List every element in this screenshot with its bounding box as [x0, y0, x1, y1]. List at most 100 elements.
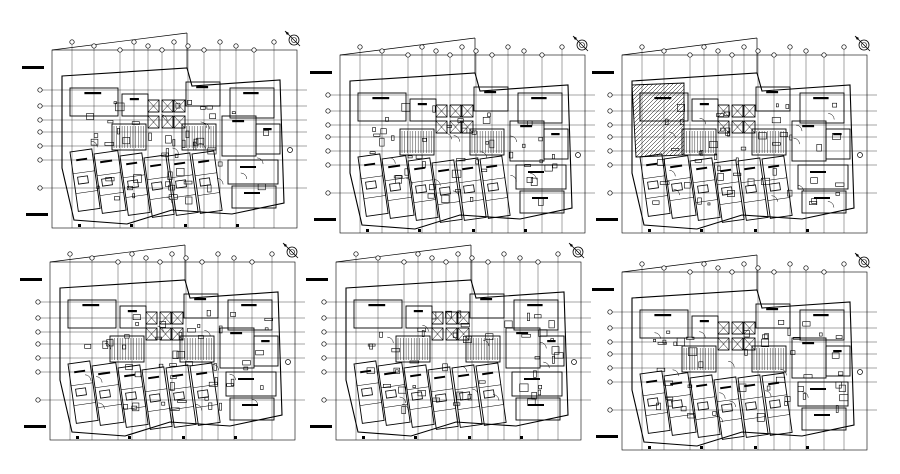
stair [681, 345, 717, 373]
grid-bubble [35, 299, 41, 305]
column-mark [78, 224, 81, 227]
door-swing [84, 374, 92, 381]
fixtures [84, 310, 273, 412]
plan-title-bar [592, 288, 614, 291]
apartment-unit [663, 155, 697, 219]
shaft-cross [461, 120, 474, 134]
room [639, 309, 689, 339]
grid-bubble [857, 369, 863, 375]
door-swing [729, 400, 736, 408]
grid-bubble [37, 117, 43, 123]
plan-title-bar [22, 66, 44, 69]
grid-bubble [741, 261, 747, 267]
room-label-mark [484, 91, 497, 94]
dimension-frame [335, 261, 582, 441]
shaft-cross [743, 120, 756, 134]
grid-bubble [771, 269, 777, 275]
room-label-mark [127, 310, 137, 313]
grid-bubble [201, 47, 207, 53]
plan-title-bar [310, 425, 332, 428]
shaft-cross [717, 104, 730, 118]
room-label-mark [520, 125, 533, 128]
room [797, 381, 849, 407]
shaft-cross [145, 311, 158, 325]
grid-bubble [755, 48, 761, 54]
north-arrow-icon [854, 252, 871, 269]
room-label-mark [240, 166, 256, 168]
grid-bubble [639, 44, 645, 50]
door-swing [716, 415, 723, 423]
grid-bubble [231, 255, 237, 261]
shaft [173, 99, 186, 113]
door-swing [387, 336, 394, 344]
door-swing [827, 201, 835, 208]
grid-bubble [37, 143, 43, 149]
door-swing [165, 196, 173, 204]
floor-plan [22, 30, 307, 229]
grid-bubble [325, 148, 331, 154]
grid-bubble [35, 315, 41, 321]
grid-bubble [115, 259, 121, 265]
north-arrow-icon [572, 35, 589, 52]
room-label-mark [766, 308, 779, 311]
door-swing [654, 332, 661, 339]
door-swing [402, 404, 409, 411]
grid-bubble [35, 369, 41, 375]
grid-bubble [67, 251, 73, 257]
room [225, 371, 277, 397]
grid-bubble [157, 259, 163, 265]
fixtures [652, 102, 845, 208]
column-mark [182, 436, 185, 439]
dimension-frame [621, 54, 868, 234]
shaft [449, 104, 462, 118]
door-swing [422, 325, 429, 332]
shaft-cross [743, 104, 756, 118]
dimension-line [621, 254, 758, 273]
apartment-unit [639, 153, 671, 217]
room-label-mark [699, 320, 709, 323]
shaft-cross [171, 311, 184, 325]
door-swing [828, 113, 835, 120]
grid-bubble [729, 269, 735, 275]
room-label-mark [813, 314, 829, 317]
shaft [461, 120, 474, 134]
grid-bubble [771, 52, 777, 58]
floor-plan [592, 35, 877, 234]
room-label-mark [524, 378, 540, 380]
door-swing [480, 151, 487, 158]
grid-bubble [405, 52, 411, 58]
grid-bubble [321, 369, 327, 375]
grid-bubble [687, 52, 693, 58]
room [185, 81, 221, 107]
grid-bubble [575, 152, 581, 158]
room [231, 185, 277, 209]
grid-bubble [607, 162, 613, 168]
grid-bubble [251, 47, 257, 53]
room [67, 299, 117, 329]
shaft-cross [431, 311, 444, 325]
apartment-unit [455, 157, 487, 221]
building-outline [61, 67, 285, 225]
door-swing [482, 339, 490, 347]
dimension-line [49, 244, 186, 263]
room-label-mark [194, 298, 207, 301]
room-label-mark [372, 97, 390, 100]
grid-bubble [715, 265, 721, 271]
grid-bubble [607, 407, 613, 413]
door-swing [510, 135, 517, 143]
grid-bubble [285, 359, 291, 365]
apartment-unit [689, 374, 721, 438]
door-swing [672, 369, 679, 376]
shaft-cross [731, 120, 744, 134]
grid-bubble [607, 379, 613, 385]
shaft-cross [717, 120, 730, 134]
column-mark [648, 446, 651, 449]
door-swing [699, 331, 706, 338]
grid-bubble [501, 251, 507, 257]
door-swing [200, 121, 207, 128]
shaft [731, 337, 744, 351]
grid-bubble [357, 44, 363, 50]
door-swing [195, 404, 203, 411]
grid-bubble [129, 251, 135, 257]
